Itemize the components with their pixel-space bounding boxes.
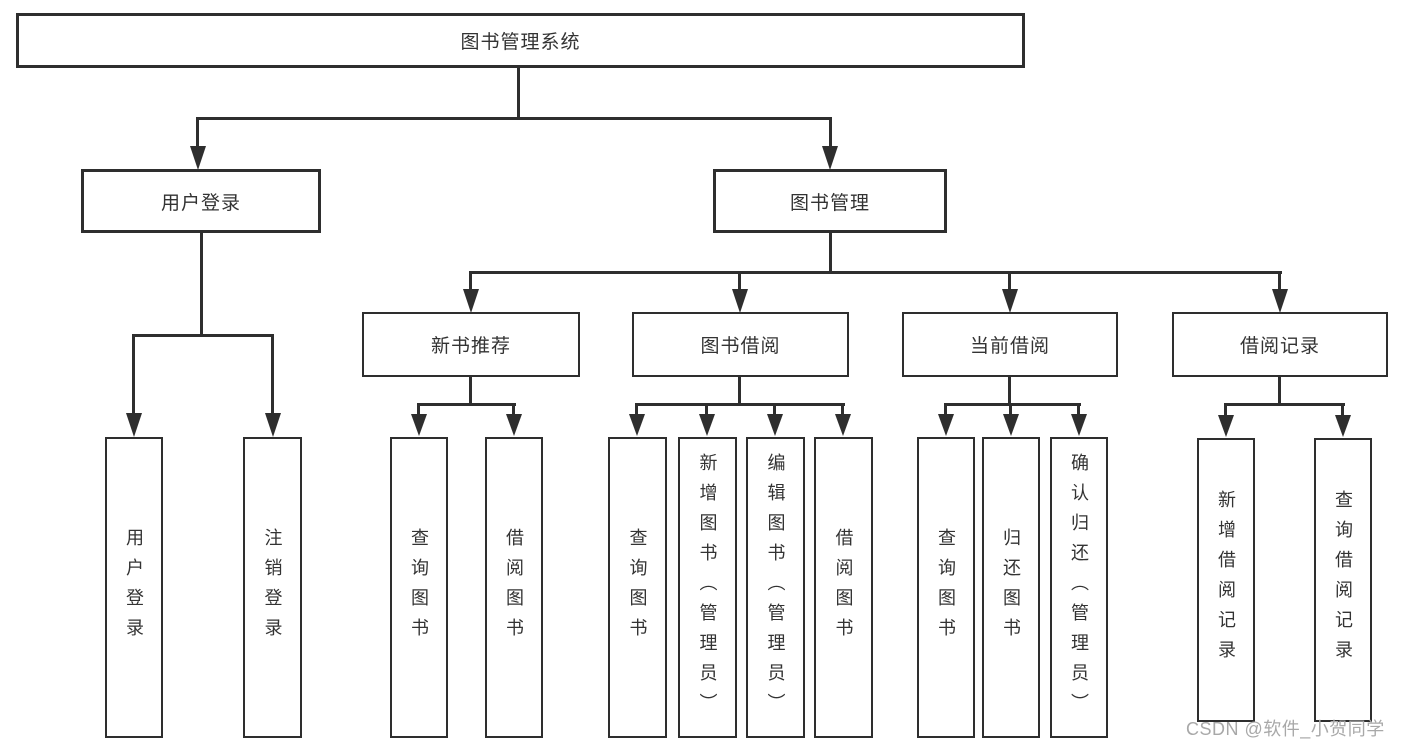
csdn-watermark: CSDN @软件_小贺同学 (1186, 719, 1385, 739)
node-label: 确认归还（管理员） (1069, 452, 1089, 723)
node-label: 查询图书 (409, 527, 429, 648)
arrowhead-down-icon (1218, 415, 1234, 437)
arrowhead-down-icon (265, 413, 281, 437)
connector-line (196, 117, 832, 120)
connector-line (1008, 271, 1011, 291)
node-label: 编辑图书（管理员） (765, 452, 786, 723)
connector-line (200, 233, 203, 337)
connector-line (1009, 403, 1012, 415)
connector-line (469, 271, 1282, 274)
node-label: 查询图书 (627, 527, 648, 648)
node-borrow-records: 借阅记录 (1172, 312, 1388, 377)
leaf-user-login: 用户登录 (105, 437, 163, 738)
node-label: 查询借阅记录 (1333, 490, 1353, 670)
connector-line (1008, 377, 1011, 406)
node-label: 新增借阅记录 (1216, 490, 1236, 670)
leaf-query-books-current: 查询图书 (917, 437, 975, 738)
node-label: 图书借阅 (700, 336, 781, 357)
connector-line (1278, 271, 1281, 291)
connector-line (469, 377, 472, 406)
leaf-query-books-recommend: 查询图书 (390, 437, 448, 738)
connector-line (1278, 377, 1281, 406)
node-label: 借阅图书 (504, 527, 524, 648)
node-label: 图书管理系统 (460, 32, 581, 53)
connector-line (417, 403, 420, 415)
node-new-book-recommend: 新书推荐 (362, 312, 580, 377)
leaf-return-books: 归还图书 (982, 437, 1040, 738)
connector-line (944, 403, 1081, 406)
node-book-management: 图书管理 (713, 169, 947, 233)
node-user-login: 用户登录 (81, 169, 321, 233)
leaf-borrow-books: 借阅图书 (814, 437, 873, 738)
node-label: 图书管理 (789, 192, 870, 214)
arrowhead-down-icon (1002, 289, 1018, 313)
leaf-edit-books-admin: 编辑图书（管理员） (746, 437, 805, 738)
arrowhead-down-icon (629, 414, 645, 436)
node-label: 注销登录 (262, 527, 283, 648)
connector-line (512, 403, 515, 415)
leaf-query-books-borrowing: 查询图书 (608, 437, 667, 738)
leaf-confirm-return-admin: 确认归还（管理员） (1050, 437, 1108, 738)
arrowhead-down-icon (767, 414, 783, 436)
arrowhead-down-icon (835, 414, 851, 436)
arrowhead-down-icon (822, 146, 838, 170)
connector-line (1224, 403, 1227, 415)
connector-line (738, 377, 741, 406)
arrowhead-down-icon (1003, 414, 1019, 436)
connector-line (271, 334, 274, 414)
leaf-add-borrow-record: 新增借阅记录 (1197, 438, 1255, 722)
arrowhead-down-icon (1272, 289, 1288, 313)
connector-line (944, 403, 947, 415)
connector-line (705, 403, 708, 415)
node-label: 新增图书（管理员） (697, 452, 718, 723)
arrowhead-down-icon (1071, 414, 1087, 436)
connector-line (829, 232, 832, 274)
connector-line (829, 117, 832, 149)
arrowhead-down-icon (506, 414, 522, 436)
node-book-borrowing: 图书借阅 (632, 312, 849, 377)
leaf-borrow-books-recommend: 借阅图书 (485, 437, 543, 738)
connector-line (1077, 403, 1080, 415)
connector-line (1224, 403, 1345, 406)
connector-line (417, 403, 516, 406)
node-current-borrowing: 当前借阅 (902, 312, 1118, 377)
node-label: 用户登录 (160, 192, 241, 214)
connector-line (841, 403, 844, 415)
connector-line (196, 117, 199, 149)
leaf-query-borrow-record: 查询借阅记录 (1314, 438, 1372, 722)
connector-line (469, 271, 472, 291)
arrowhead-down-icon (126, 413, 142, 437)
arrowhead-down-icon (732, 289, 748, 313)
arrowhead-down-icon (1335, 415, 1351, 437)
arrowhead-down-icon (411, 414, 427, 436)
node-root-library-system: 图书管理系统 (16, 13, 1025, 68)
leaf-logout: 注销登录 (243, 437, 302, 738)
arrowhead-down-icon (463, 289, 479, 313)
arrowhead-down-icon (190, 146, 206, 170)
connector-line (635, 403, 845, 406)
arrowhead-down-icon (938, 414, 954, 436)
node-label: 借阅记录 (1239, 336, 1320, 357)
connector-line (1341, 403, 1344, 415)
connector-line (132, 334, 135, 414)
connector-line (773, 403, 776, 415)
connector-line (635, 403, 638, 415)
arrowhead-down-icon (699, 414, 715, 436)
node-label: 查询图书 (936, 527, 956, 648)
leaf-add-books-admin: 新增图书（管理员） (678, 437, 737, 738)
node-label: 归还图书 (1001, 527, 1021, 648)
node-label: 借阅图书 (833, 527, 854, 648)
node-label: 新书推荐 (430, 336, 511, 357)
node-label: 用户登录 (124, 527, 144, 648)
connector-line (517, 66, 520, 119)
connector-line (738, 271, 741, 291)
node-label: 当前借阅 (969, 336, 1050, 357)
connector-line (132, 334, 274, 337)
